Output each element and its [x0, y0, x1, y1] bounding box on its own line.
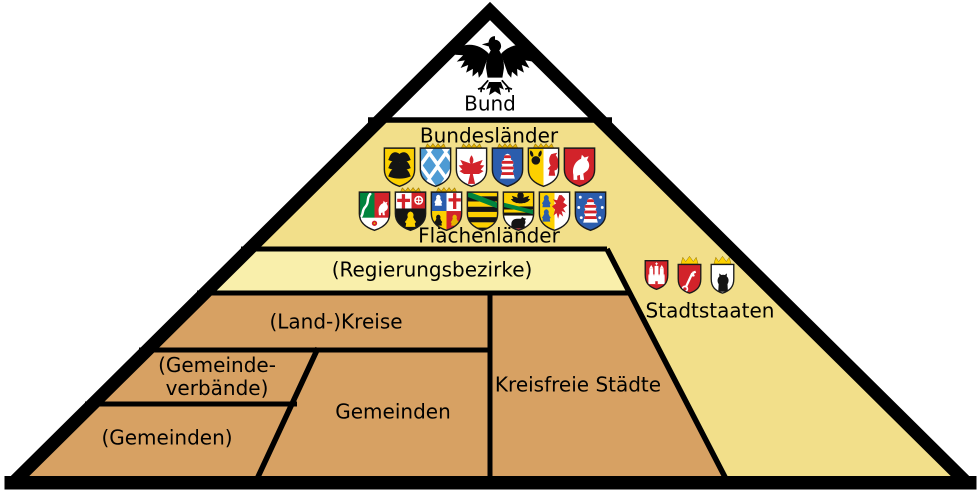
stadtstaaten-shields	[642, 253, 737, 297]
shield-bw	[383, 143, 416, 188]
shield-hb	[677, 253, 702, 297]
shield-by	[419, 143, 452, 188]
shield-nw	[358, 187, 391, 232]
shield-be	[710, 253, 735, 297]
pyramid-baseline	[4, 476, 977, 490]
shield-he	[491, 143, 524, 188]
label-landkreise: (Land-)Kreise	[269, 309, 403, 334]
label-stadtstaaten: Stadtstaaten	[645, 298, 775, 323]
shield-sh	[538, 187, 571, 232]
label-flaechenlaender: Flächenländer	[418, 223, 560, 248]
label-regierungsbezirke: (Regierungsbezirke)	[331, 257, 533, 282]
shield-ni	[563, 143, 596, 188]
shield-bb	[455, 143, 488, 188]
label-gemeinden-informal: (Gemeinden)	[101, 425, 233, 450]
label-gemeinden: Gemeinden	[335, 399, 451, 424]
flaechenlaender-shields-row2	[356, 187, 608, 232]
shield-st	[502, 187, 535, 232]
shield-rp	[394, 187, 427, 232]
label-bundeslaender: Bundesländer	[419, 123, 559, 148]
label-gemeindeverbaende-line2: verbände)	[165, 376, 269, 400]
divider-gemeinden-diagonal	[254, 346, 321, 481]
shield-hh	[644, 253, 669, 297]
shield-sn	[466, 187, 499, 232]
pyramid-outline	[9, 1, 971, 487]
federal-eagle-icon	[455, 36, 535, 96]
label-gemeindeverbaende-line1: (Gemeinde-	[158, 353, 276, 377]
shield-mv	[527, 143, 560, 188]
label-kreisfreie-staedte: Kreisfreie Städte	[494, 372, 662, 397]
flaechenlaender-shields-row1	[381, 143, 597, 188]
label-gemeindeverbaende: (Gemeinde- verbände)	[158, 354, 276, 400]
shield-th	[574, 187, 607, 232]
label-bund: Bund	[464, 91, 516, 116]
shield-sl	[430, 187, 463, 232]
region-regierungsbezirke	[197, 249, 629, 293]
region-kommunal	[13, 293, 726, 481]
divider-stadtstaaten-diagonal	[604, 247, 729, 481]
